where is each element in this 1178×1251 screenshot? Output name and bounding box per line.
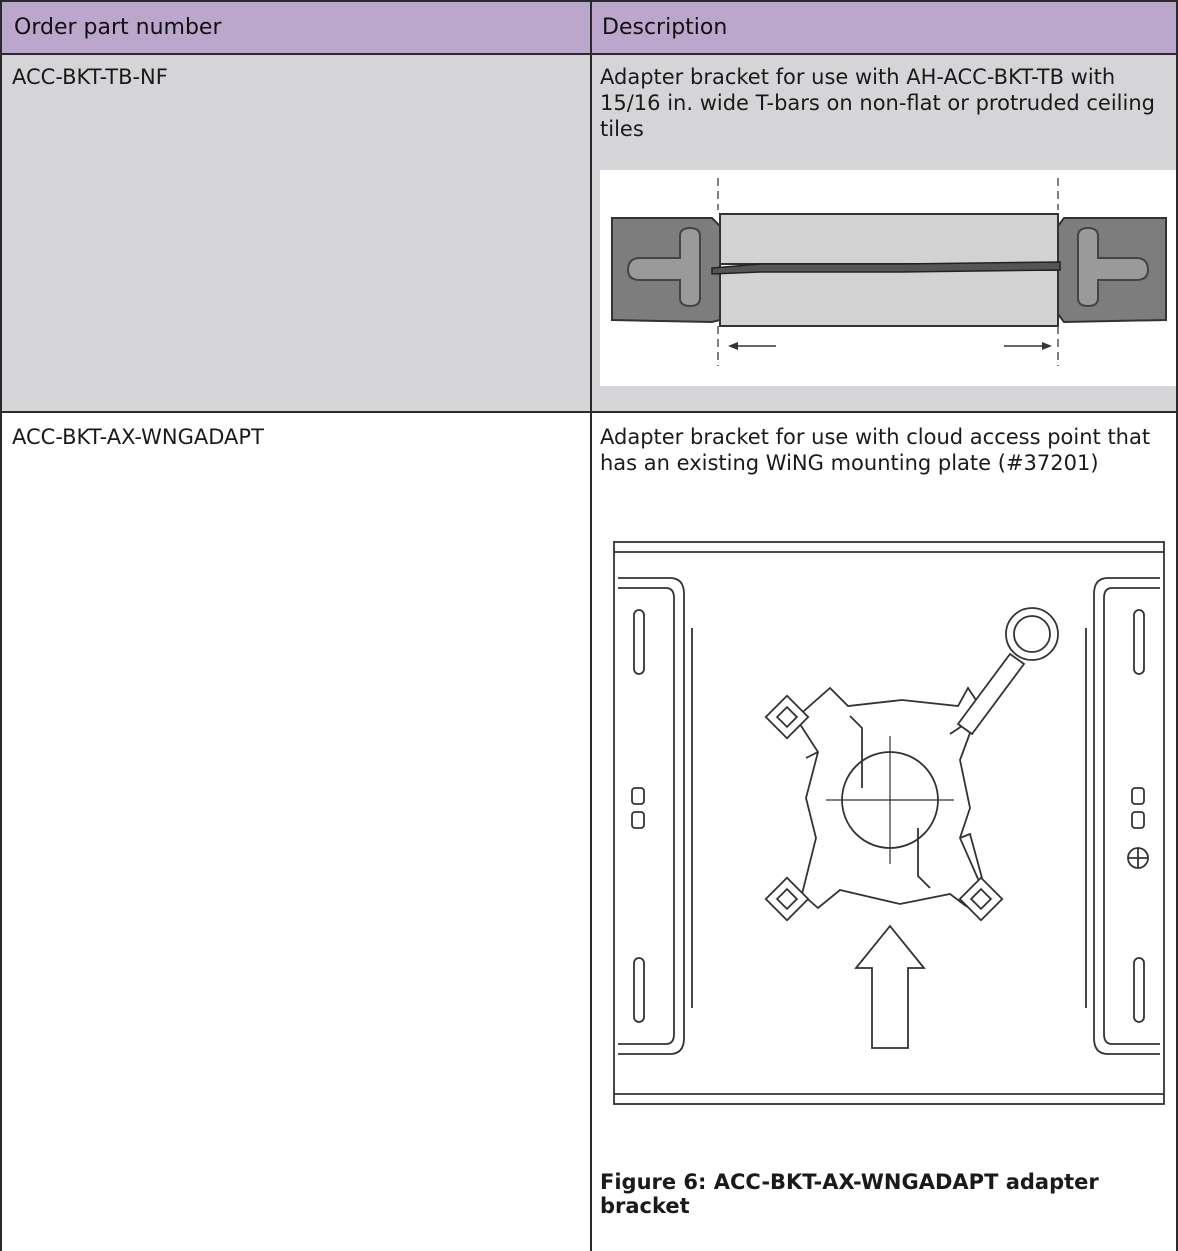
column-divider xyxy=(590,0,592,1251)
figure-caption: Figure 6: ACC-BKT-AX-WNGADAPT adapter br… xyxy=(600,1170,1099,1218)
description-cell: Adapter bracket for use with cloud acces… xyxy=(600,425,1151,475)
table-header: Order part number Description xyxy=(0,0,1178,55)
part-number-cell: ACC-BKT-AX-WNGADAPT xyxy=(12,425,264,449)
part-number-cell: ACC-BKT-TB-NF xyxy=(12,65,168,89)
wing-adapter-bracket-image xyxy=(610,538,1168,1108)
header-order-part-number: Order part number xyxy=(14,15,222,40)
header-description: Description xyxy=(602,15,728,40)
tbar-adapter-bracket-image xyxy=(600,170,1176,386)
description-cell: Adapter bracket for use with AH-ACC-BKT-… xyxy=(600,65,1155,141)
